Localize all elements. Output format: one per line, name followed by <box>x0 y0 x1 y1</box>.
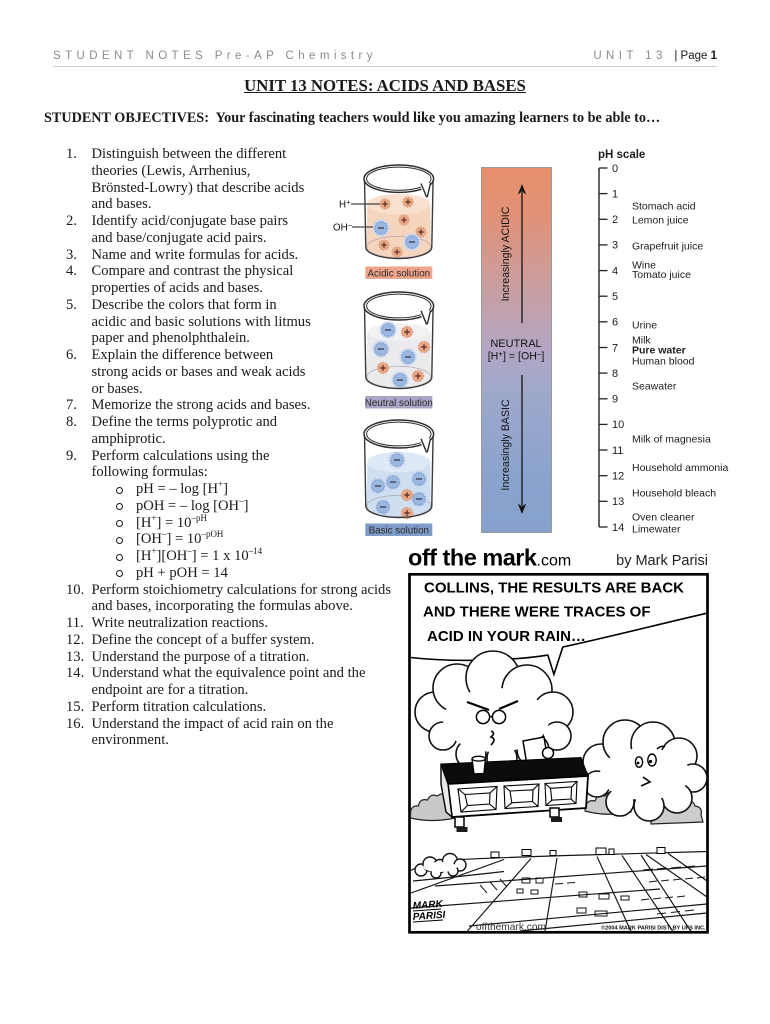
svg-text:Milk: Milk <box>632 334 651 346</box>
svg-text:1: 1 <box>612 188 618 200</box>
svg-text:Household ammonia: Household ammonia <box>632 462 728 474</box>
svg-text:Basic solution: Basic solution <box>369 525 429 536</box>
svg-text:4: 4 <box>612 265 618 277</box>
svg-text:offthemark.com: offthemark.com <box>476 922 546 933</box>
svg-text:Increasingly BASIC: Increasingly BASIC <box>500 399 512 491</box>
svg-text:Oven cleaner: Oven cleaner <box>632 511 695 523</box>
svg-text:©2004 MARK PARISI DIST. BY UFS: ©2004 MARK PARISI DIST. BY UFS INC. <box>601 925 706 932</box>
svg-text:Milk of magnesia: Milk of magnesia <box>632 433 711 445</box>
svg-text:ACID IN YOUR RAIN…: ACID IN YOUR RAIN… <box>427 628 586 645</box>
svg-text:14: 14 <box>612 522 624 534</box>
svg-text:5: 5 <box>612 291 618 303</box>
svg-text:10: 10 <box>612 419 624 431</box>
svg-text:Tomato juice: Tomato juice <box>632 269 691 281</box>
svg-text:by Mark Parisi: by Mark Parisi <box>616 553 708 569</box>
svg-text:9: 9 <box>612 394 618 406</box>
svg-text:Grapefruit juice: Grapefruit juice <box>632 240 703 252</box>
svg-text:7: 7 <box>612 342 618 354</box>
svg-text:Acidic solution: Acidic solution <box>367 268 430 279</box>
svg-text:Lemon juice: Lemon juice <box>632 214 689 226</box>
svg-text:off the mark.com: off the mark.com <box>408 545 571 571</box>
svg-text:H+: H+ <box>339 198 351 211</box>
svg-text:Increasingly ACIDIC: Increasingly ACIDIC <box>500 206 512 301</box>
svg-text:Wine: Wine <box>632 259 656 271</box>
svg-text:NEUTRAL: NEUTRAL <box>490 338 541 350</box>
svg-text:12: 12 <box>612 471 624 483</box>
svg-text:pH scale: pH scale <box>598 149 645 161</box>
svg-text:Seawater: Seawater <box>632 380 677 392</box>
svg-text:Limewater: Limewater <box>632 523 681 535</box>
svg-text:OH–: OH– <box>333 221 353 234</box>
svg-text:Neutral solution: Neutral solution <box>365 398 433 409</box>
svg-text:Urine: Urine <box>632 319 657 331</box>
svg-text:Human blood: Human blood <box>632 355 695 367</box>
svg-text:13: 13 <box>612 496 624 508</box>
svg-text:AND THERE WERE TRACES OF: AND THERE WERE TRACES OF <box>423 604 651 621</box>
svg-text:2: 2 <box>612 214 618 226</box>
svg-text:[H+] = [OH–]: [H+] = [OH–] <box>488 350 545 363</box>
svg-text:8: 8 <box>612 368 618 380</box>
svg-text:Stomach acid: Stomach acid <box>632 201 696 213</box>
svg-text:Pure water: Pure water <box>632 344 686 356</box>
svg-text:0: 0 <box>612 163 618 175</box>
svg-text:3: 3 <box>612 240 618 252</box>
svg-text:Household bleach: Household bleach <box>632 487 716 499</box>
svg-text:COLLINS, THE RESULTS ARE BACK: COLLINS, THE RESULTS ARE BACK <box>424 580 684 597</box>
svg-text:PARISI: PARISI <box>412 910 446 923</box>
svg-text:MARK: MARK <box>412 899 443 912</box>
svg-text:11: 11 <box>612 445 623 457</box>
svg-text:6: 6 <box>612 317 618 329</box>
